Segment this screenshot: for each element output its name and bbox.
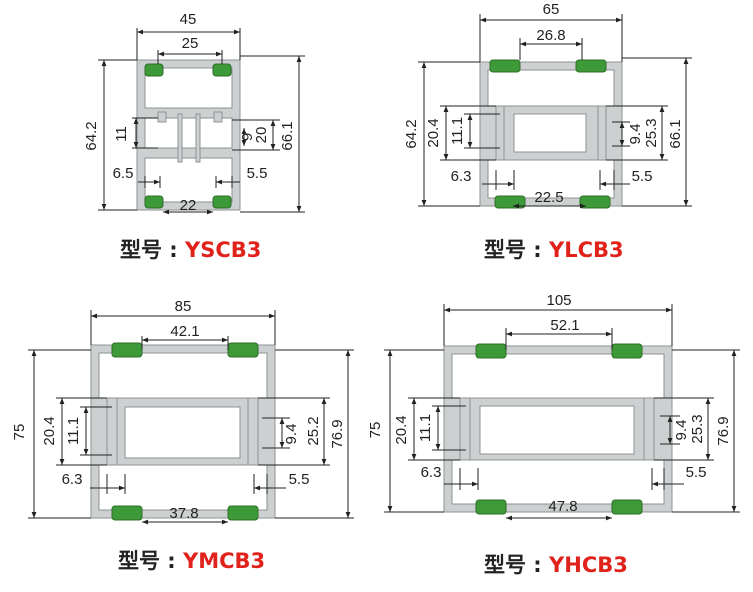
seal-strips [111, 342, 259, 521]
dim-left-mid: 20.4 [41, 416, 58, 445]
dim-bottom-right: 5.5 [686, 464, 707, 481]
dim-left-mid: 20.4 [393, 415, 410, 444]
model-label-ylcb3: 型号 : YLCB3 [484, 234, 624, 264]
dim-right-inner-b: 20 [253, 127, 270, 144]
profile-body [90, 344, 276, 519]
profile-yscb3: 45 25 64.2 66.1 11 9 20 6.5 5.5 22 [83, 11, 305, 215]
model-label-yscb3: 型号 : YSCB3 [120, 234, 261, 264]
dim-right-inner-b: 25.3 [689, 414, 706, 443]
dim-bottom-center: 37.8 [169, 505, 198, 522]
dim-top-outer: 105 [546, 292, 571, 309]
dim-left-inner: 11 [113, 126, 130, 142]
model-code: YLCB3 [549, 238, 624, 262]
dim-left-outer: 64.2 [83, 121, 100, 150]
dim-bottom-left: 6.3 [62, 471, 83, 488]
dim-right-outer: 66.1 [667, 119, 684, 148]
dim-right-inner-a: 9.4 [627, 124, 644, 145]
dim-right-inner-b: 25.3 [643, 118, 660, 147]
model-prefix: 型号 : [484, 553, 550, 577]
dim-top-outer: 65 [543, 1, 560, 18]
seal-strips [144, 63, 232, 209]
dim-top-inner: 26.8 [536, 27, 565, 44]
dimension-lines [98, 28, 305, 215]
dim-left-mid: 20.4 [425, 118, 442, 147]
model-label-yhcb3: 型号 : YHCB3 [484, 549, 628, 579]
dim-top-inner: 52.1 [550, 317, 579, 334]
dim-left-outer: 75 [11, 424, 28, 441]
model-label-ymcb3: 型号 : YMCB3 [118, 545, 265, 575]
dim-left-inner: 11.1 [417, 414, 434, 442]
model-prefix: 型号 : [120, 238, 186, 262]
profile-yhcb3: 105 52.1 75 76.9 20.4 11.1 9.4 25.3 6.3 … [367, 292, 740, 521]
profile-body [136, 59, 241, 211]
dim-right-outer: 76.9 [329, 419, 346, 448]
seal-strips [475, 343, 643, 515]
dimension-lines [384, 304, 740, 521]
dim-right-inner-b: 25.2 [305, 416, 322, 445]
dim-bottom-right: 5.5 [289, 471, 310, 488]
dim-bottom-left: 6.5 [113, 165, 134, 182]
dim-right-outer: 66.1 [279, 121, 296, 150]
dim-bottom-center: 47.8 [548, 498, 577, 515]
profile-ymcb3: 85 42.1 75 76.9 20.4 11.1 9.4 25.2 6.3 5… [11, 298, 354, 525]
dimension-lines [28, 310, 354, 525]
model-code: YSCB3 [185, 238, 262, 262]
dim-bottom-right: 5.5 [632, 168, 653, 185]
dim-right-inner-a: 9 [239, 133, 256, 141]
dim-top-inner: 42.1 [170, 323, 199, 340]
dim-right-outer: 76.9 [715, 416, 732, 445]
model-code: YMCB3 [183, 549, 266, 573]
dim-bottom-center: 22 [180, 197, 197, 214]
dim-left-inner: 11.1 [65, 417, 82, 445]
dim-bottom-center: 22.5 [534, 189, 563, 206]
dim-top-inner: 25 [182, 35, 199, 52]
dim-left-outer: 75 [367, 422, 384, 439]
profile-ylcb3: 65 26.8 64.2 66.1 20.4 11.1 9.4 25.3 6.3… [403, 1, 692, 209]
dim-right-inner-a: 9.4 [283, 424, 300, 445]
dim-right-inner-a: 9.4 [673, 420, 690, 441]
dim-left-outer: 64.2 [403, 119, 420, 148]
dim-bottom-left: 6.3 [451, 168, 472, 185]
dim-bottom-left: 6.3 [421, 464, 442, 481]
dimension-lines [418, 14, 692, 209]
dim-bottom-right: 5.5 [247, 165, 268, 182]
dim-top-outer: 85 [175, 298, 192, 315]
model-prefix: 型号 : [118, 549, 184, 573]
model-code: YHCB3 [549, 553, 628, 577]
dim-top-outer: 45 [180, 11, 197, 28]
dim-left-inner: 11.1 [449, 117, 466, 145]
model-prefix: 型号 : [484, 238, 550, 262]
